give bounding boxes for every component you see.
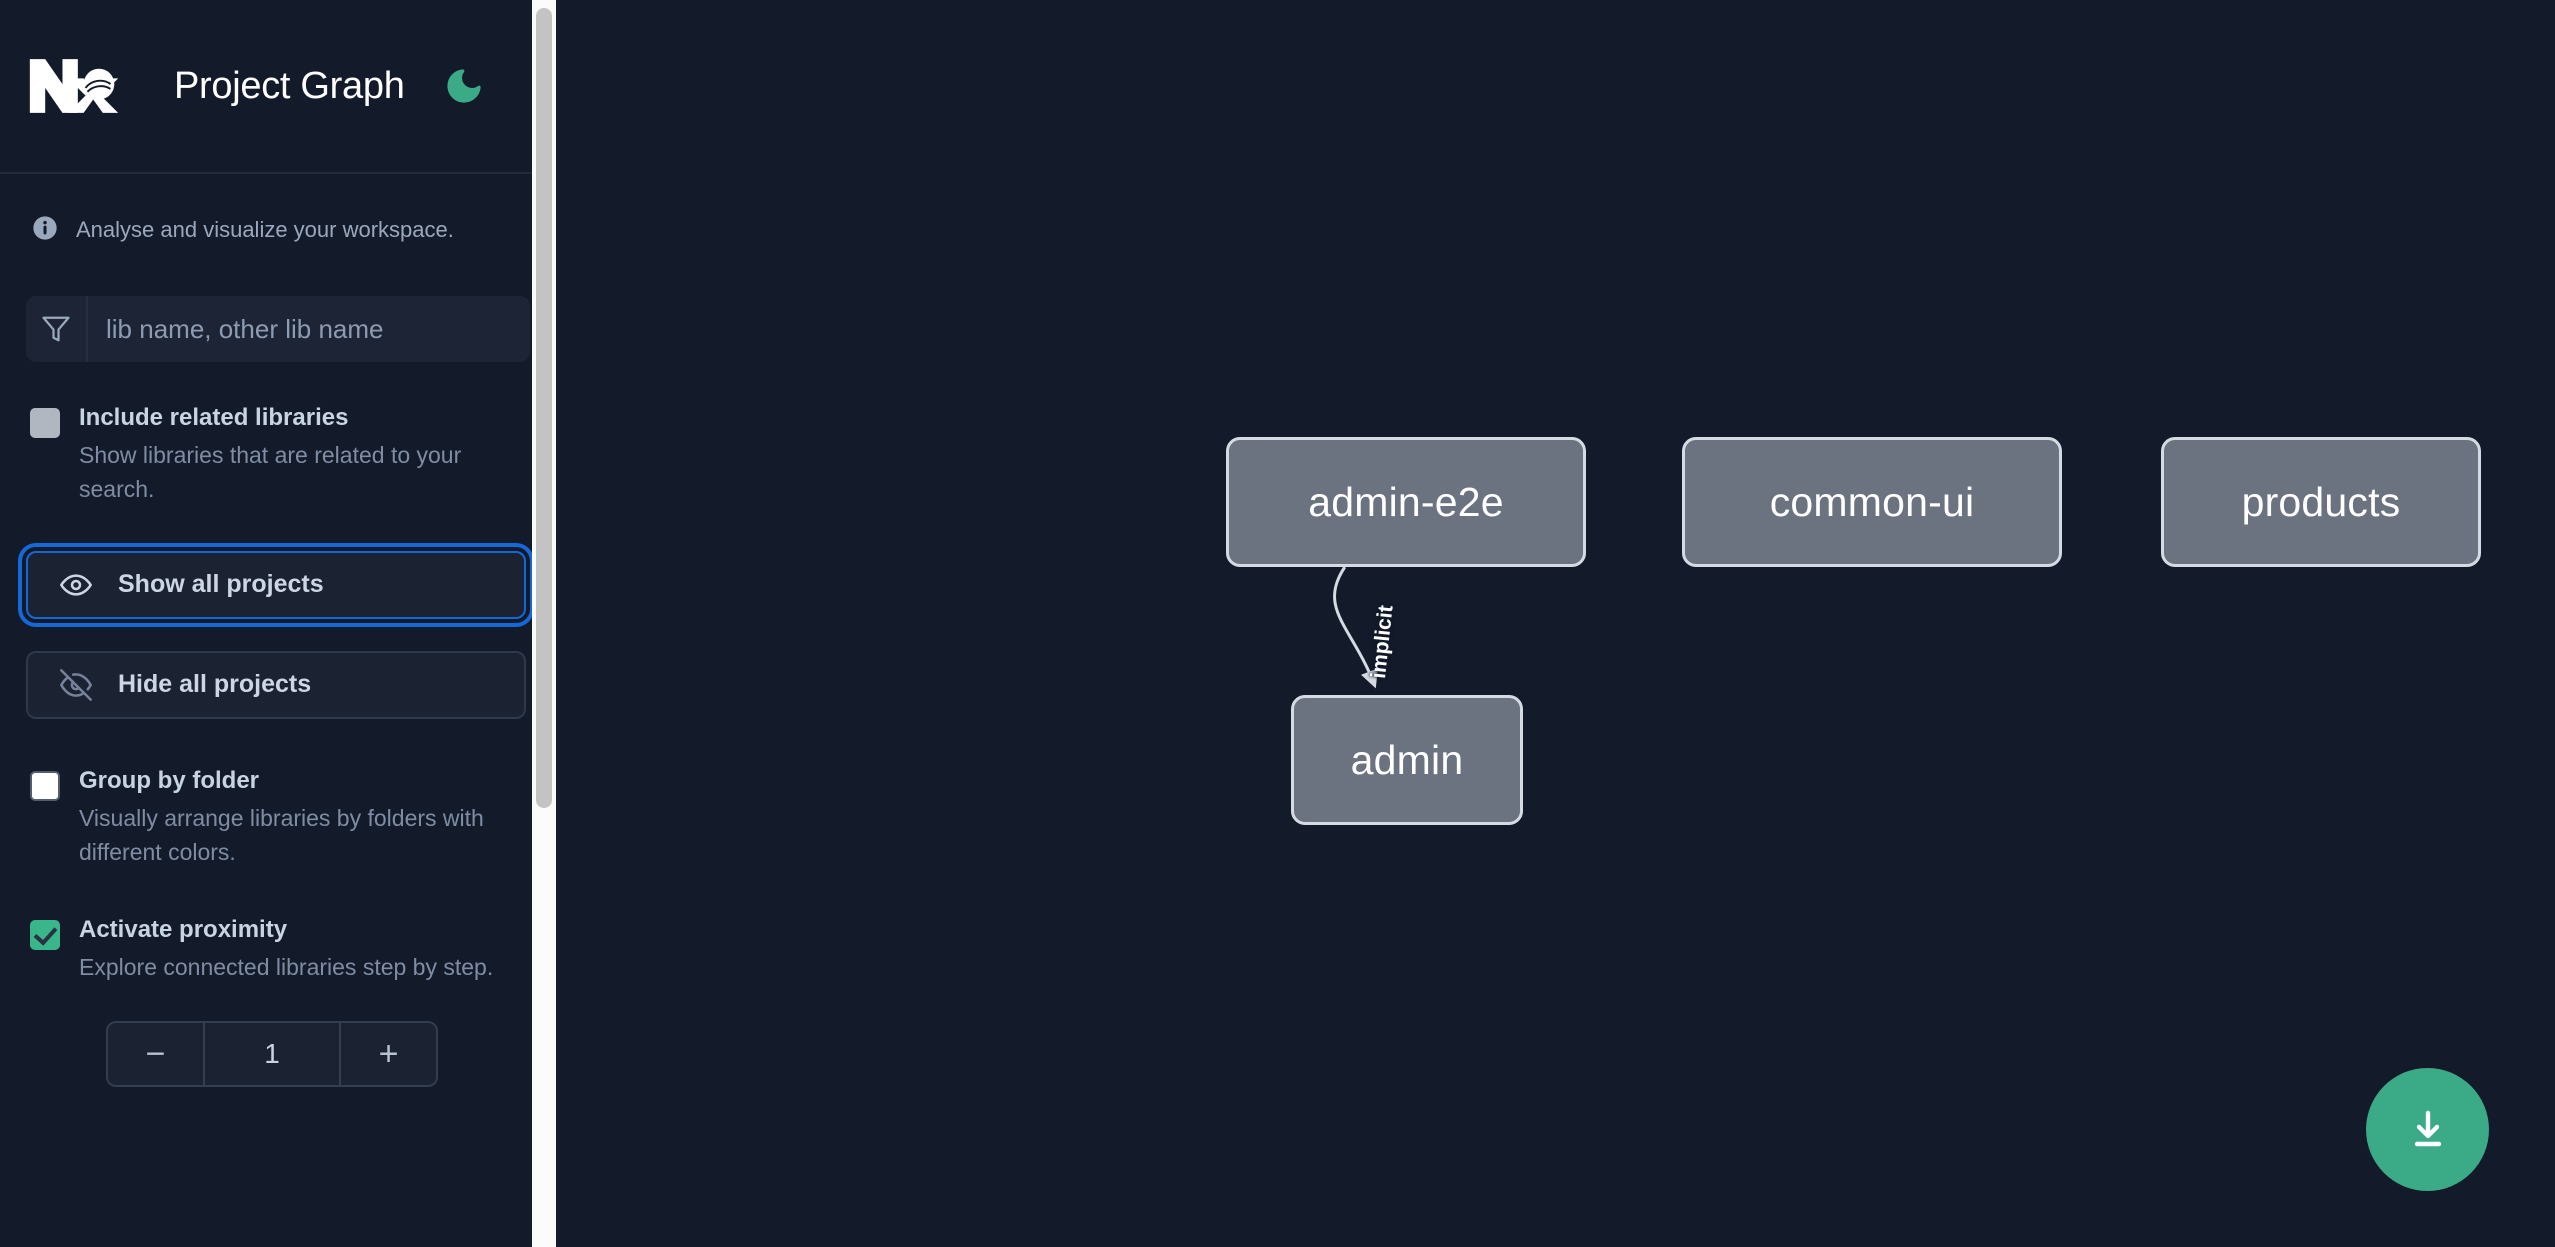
filter-funnel-icon (26, 296, 88, 362)
graph-node-admin[interactable]: admin (1291, 695, 1523, 825)
hide-all-projects-button[interactable]: Hide all projects (26, 650, 526, 719)
checkbox-activate-proximity[interactable] (30, 919, 60, 950)
info-icon (31, 214, 59, 247)
eye-off-icon (60, 669, 92, 701)
option-group-by-folder[interactable]: Group by folder Visually arrange librari… (26, 765, 530, 870)
tagline: Analyse and visualize your workspace. (26, 174, 530, 286)
graph-node-common-ui[interactable]: common-ui (1682, 437, 2062, 567)
proximity-value: 1 (264, 1038, 280, 1070)
option-text-group: Include related libraries Show libraries… (79, 402, 530, 507)
graph-canvas[interactable]: admin-e2ecommon-uiproductsstore-e2eadmin… (556, 0, 2555, 1247)
sidebar-scrollbar[interactable] (532, 0, 556, 1247)
show-all-projects-button[interactable]: Show all projects (18, 542, 534, 627)
option-text-group: Activate proximity Explore connected lib… (79, 914, 530, 985)
page-title: Project Graph (174, 64, 405, 107)
sidebar-body: Analyse and visualize your workspace. In… (0, 174, 556, 1088)
graph-canvas-area[interactable]: admin-e2ecommon-uiproductsstore-e2eadmin… (556, 0, 2555, 1247)
option-activate-proximity[interactable]: Activate proximity Explore connected lib… (26, 914, 530, 985)
option-desc-group-by-folder: Visually arrange libraries by folders wi… (79, 805, 484, 866)
show-all-projects-label: Show all projects (118, 570, 324, 599)
search-bar[interactable] (26, 296, 530, 362)
option-desc-include-related-libraries: Show libraries that are related to your … (79, 442, 462, 503)
graph-node-admin-e2e[interactable]: admin-e2e (1226, 437, 1586, 567)
graph-edge-admin-e2e-admin (1333, 566, 1378, 689)
graph-node-products[interactable]: products (2161, 437, 2481, 567)
sidebar-header: Project Graph (0, 0, 556, 174)
graph-edges (1333, 566, 1378, 689)
sidebar: Project Graph Analyse and visualize your… (0, 0, 556, 1247)
checkbox-include-related-libraries[interactable] (30, 408, 60, 438)
search-input[interactable] (88, 296, 530, 362)
moon-icon[interactable] (441, 63, 487, 109)
checkbox-group-by-folder[interactable] (30, 770, 60, 801)
option-include-related-libraries[interactable]: Include related libraries Show libraries… (26, 402, 530, 507)
tagline-text: Analyse and visualize your workspace. (76, 217, 454, 242)
sidebar-scrollbar-thumb[interactable] (536, 8, 552, 808)
download-graph-button[interactable] (2366, 1068, 2489, 1191)
proximity-decrement-button[interactable]: − (108, 1023, 205, 1086)
option-desc-activate-proximity: Explore connected libraries step by step… (79, 954, 494, 981)
hide-all-projects-label: Hide all projects (118, 670, 312, 699)
option-title-group-by-folder: Group by folder (79, 766, 259, 794)
proximity-stepper: − 1 + (106, 1021, 438, 1088)
option-title-include-related-libraries: Include related libraries (79, 404, 349, 431)
download-icon (2404, 1106, 2452, 1154)
proximity-increment-button[interactable]: + (339, 1023, 436, 1086)
option-text-group: Group by folder Visually arrange librari… (79, 765, 530, 870)
eye-icon (60, 569, 92, 601)
visibility-button-group: Show all projects Hide all projects (18, 542, 534, 719)
option-title-activate-proximity: Activate proximity (79, 915, 288, 943)
nx-logo-icon (26, 54, 122, 118)
